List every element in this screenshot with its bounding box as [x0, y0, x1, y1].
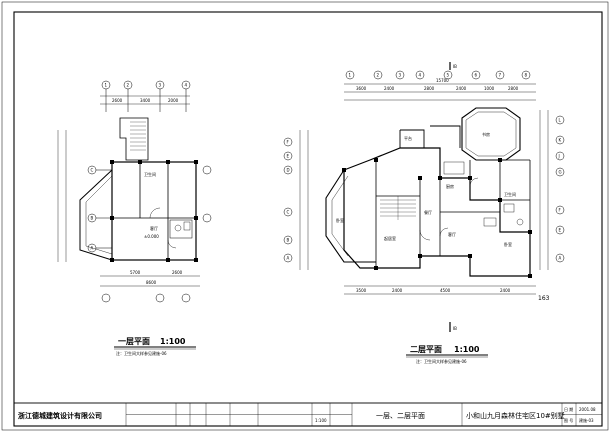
dimension-text: 3500	[356, 288, 367, 293]
first-plan-scale: 1:100	[160, 337, 186, 346]
section-mark: IB	[453, 326, 457, 331]
room-label: 客厅	[448, 231, 456, 237]
room-label: 卫生间	[144, 171, 156, 177]
room-label: 平台	[404, 135, 412, 141]
axis-label: 1	[349, 73, 352, 78]
axis-label: 3	[159, 83, 162, 88]
sheet-label: 图 号	[564, 417, 573, 423]
company-name: 浙江德城建筑设计有限公司	[18, 411, 102, 420]
axis-label: 4	[419, 73, 422, 78]
room-label: 卧室	[336, 217, 344, 223]
drawing-name: 一层、二层平面	[376, 412, 425, 420]
second-plan-scale: 1:100	[454, 345, 480, 354]
axis-label: 3	[399, 73, 402, 78]
axis-label: 8	[525, 73, 528, 78]
room-label: 厨房	[446, 183, 454, 189]
axis-label: E	[559, 228, 562, 233]
axis-label: A	[559, 256, 562, 261]
axis-label: F	[287, 140, 290, 145]
room-label: 书房	[482, 131, 490, 137]
axis-label: 7	[499, 73, 502, 78]
first-plan-note: 注：卫生间大样参见建施-06	[116, 350, 167, 356]
axis-label: 2	[377, 73, 380, 78]
page-mark: 163	[538, 295, 550, 302]
dimension-text: 2800	[424, 86, 435, 91]
axis-label: 1	[105, 83, 108, 88]
axis-label: J	[558, 154, 560, 159]
dimension-text: 8600	[146, 280, 157, 285]
dimension-text: 2400	[392, 288, 403, 293]
dimension-text: 2800	[508, 86, 519, 91]
dimension-text: 2400	[456, 86, 467, 91]
axis-label: E	[287, 154, 290, 159]
axis-label: B	[287, 238, 290, 243]
project-name: 小和山九月森林住宅区10#别墅	[466, 411, 565, 420]
axis-label: 5	[447, 73, 450, 78]
date-value: 2001.08	[579, 407, 596, 412]
axis-label: F	[559, 208, 562, 213]
second-plan-title: 二层平面	[410, 345, 442, 354]
axis-label: K	[559, 138, 562, 143]
dimension-text: 2400	[384, 86, 395, 91]
axis-label: G	[559, 170, 562, 175]
dimension-text: 2000	[168, 98, 179, 103]
axis-label: C	[287, 210, 290, 215]
dimension-text: 2600	[172, 270, 183, 275]
room-label: 卧室	[504, 241, 512, 247]
dimension-text: 3600	[356, 86, 367, 91]
dimension-text: 5700	[130, 270, 141, 275]
room-label: 卫生间	[504, 191, 516, 197]
date-label: 日 期	[564, 406, 573, 412]
first-floor-plan: 1 2 3 4 C B A 2600 3400 2000	[57, 80, 212, 356]
axis-label: 6	[475, 73, 478, 78]
dimension-text: 2400	[500, 288, 511, 293]
axis-label: A	[287, 256, 290, 261]
axis-label: 2	[127, 83, 130, 88]
title-block: 浙江德城建筑设计有限公司 一层、二层平面 小和山九月森林住宅区10#别墅 日 期…	[13, 402, 603, 427]
dimension-text: 3400	[140, 98, 151, 103]
second-plan-note: 注：卫生间大样参见建施-06	[416, 358, 467, 364]
room-label: 起居室	[384, 235, 396, 241]
room-label: 客厅	[150, 225, 158, 231]
sheet-value: 建施-03	[579, 417, 594, 423]
axis-label: D	[287, 168, 290, 173]
dimension-text: 2600	[112, 98, 123, 103]
dimension-text: 1000	[484, 86, 495, 91]
axis-label: B	[91, 216, 94, 221]
dimension-text: 4500	[440, 288, 451, 293]
axis-label: C	[91, 168, 94, 173]
level-mark: ±0.000	[144, 234, 159, 239]
first-plan-title: 一层平面	[118, 337, 150, 346]
second-floor-plan: 1 2 3 4 5 6 7 8 IB 15700 3600 2400 2800 …	[283, 62, 565, 364]
axis-label: L	[559, 118, 562, 123]
scale-value: 1:100	[315, 418, 327, 423]
section-mark: IB	[453, 64, 457, 69]
dimension-text: 15700	[436, 78, 449, 83]
axis-label: 4	[185, 83, 188, 88]
room-label: 餐厅	[424, 209, 432, 215]
